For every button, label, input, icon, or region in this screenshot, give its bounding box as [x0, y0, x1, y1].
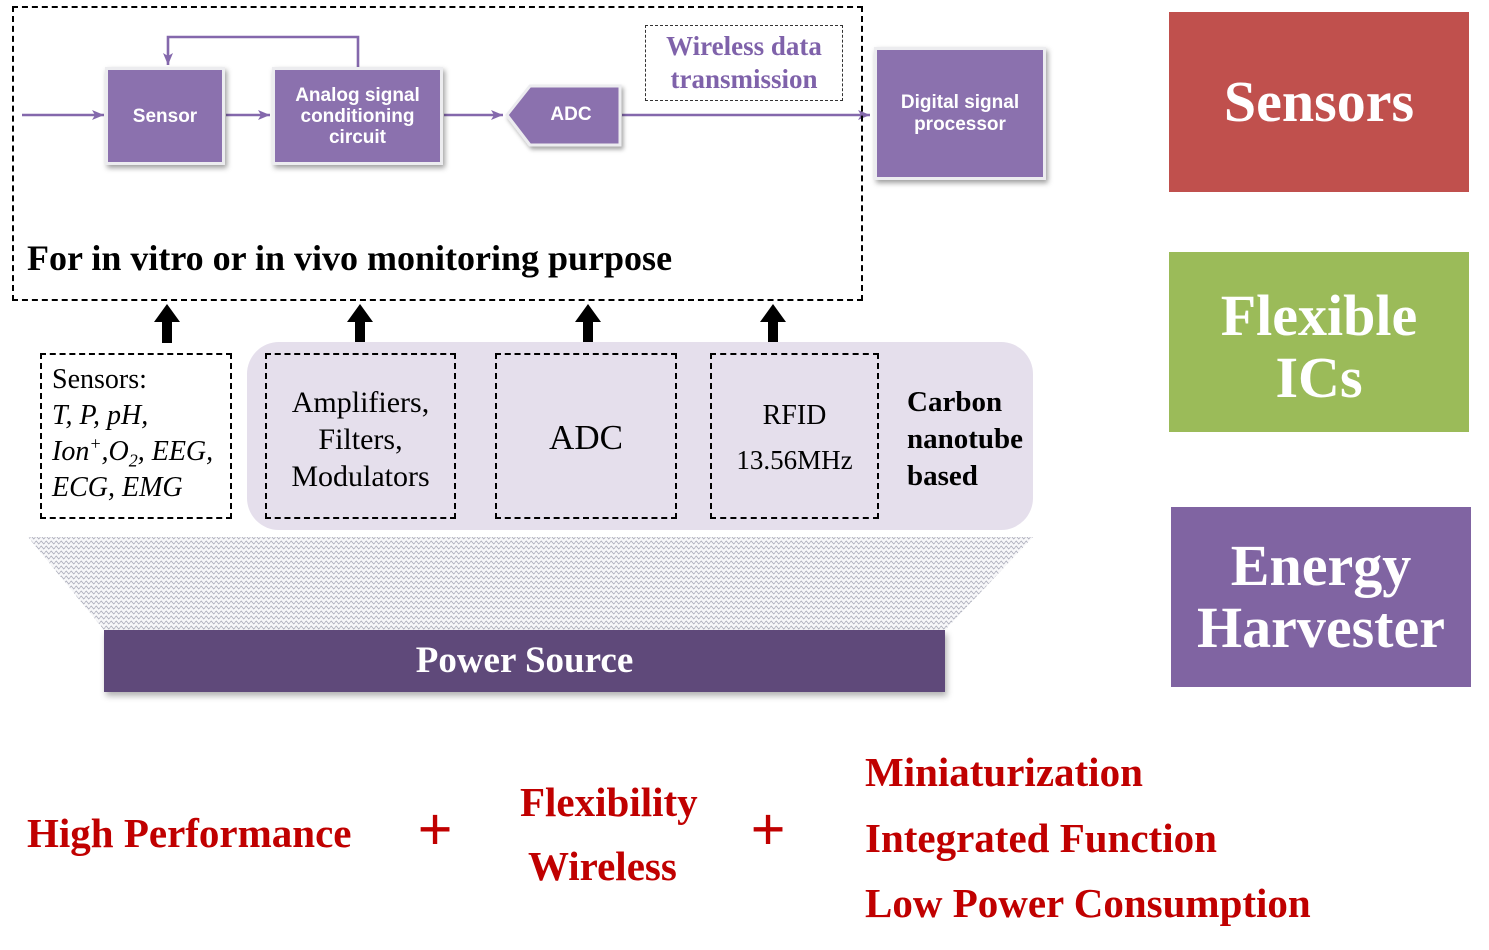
sensors-heading: Sensors: — [52, 364, 147, 395]
benefit-flexibility: Flexibility — [520, 779, 698, 825]
category-flexible-ics: Flexible ICs — [1169, 252, 1469, 432]
monitoring-frame — [12, 6, 863, 301]
rfid-frequency: 13.56MHz — [736, 445, 853, 475]
sensors-line: ECG, EMG — [52, 472, 183, 503]
up-arrow-amplifiers — [347, 304, 373, 343]
material-note: Carbon nanotube based — [907, 384, 1023, 495]
benefit-low-power: Low Power Consumption — [865, 880, 1311, 926]
benefit-wireless: Wireless — [528, 843, 677, 889]
up-arrow-adc — [575, 304, 601, 343]
benefit-high-performance: High Performance — [27, 810, 352, 856]
sensors-oxygen: ,O — [101, 436, 129, 467]
sensors-ion: Ion — [52, 436, 90, 467]
plus-sign: + — [750, 796, 786, 864]
sensors-line: T, P, pH, — [52, 400, 149, 431]
power-spread-texture — [28, 537, 1033, 630]
material-line: based — [907, 460, 978, 492]
sensors-eeg: , EEG, — [137, 436, 214, 467]
flexible-ic-panel — [247, 342, 1033, 530]
category-label: Energy — [1230, 533, 1412, 598]
digital-signal-processor-block: Digital signal processor — [874, 47, 1046, 180]
amplifiers-line: Modulators — [291, 459, 430, 493]
wireless-label-line: Wireless data — [666, 31, 822, 61]
analog-label-line: Analog signal — [295, 84, 420, 106]
wireless-transmission-box: Wireless data transmission — [645, 25, 843, 101]
adc-block-label: ADC — [550, 104, 592, 125]
sensors-list-box: Sensors: T, P, pH, Ion+,O2, EEG, ECG, EM… — [40, 353, 232, 519]
amplifiers-line: Amplifiers, — [291, 385, 430, 419]
wireless-label-line: transmission — [670, 64, 818, 94]
benefit-integrated-function: Integrated Function — [865, 815, 1217, 861]
sensors-oxygen-subscript: 2 — [128, 450, 138, 471]
up-arrow-rfid — [760, 304, 786, 343]
category-label: Sensors — [1223, 69, 1415, 134]
amplifiers-box: Amplifiers, Filters, Modulators — [265, 353, 456, 519]
dsp-label-line: Digital signal — [900, 91, 1020, 113]
material-line: nanotube — [907, 423, 1024, 455]
sensors-line: Ion+,O2, EEG, — [52, 434, 230, 470]
analog-label-line: conditioning — [300, 105, 415, 127]
category-sensors: Sensors — [1169, 12, 1469, 192]
rfid-box: RFID 13.56MHz — [710, 353, 879, 519]
category-label: ICs — [1275, 345, 1363, 410]
benefit-miniaturization: Miniaturization — [865, 749, 1143, 795]
adc-circuit-box: ADC — [495, 353, 677, 519]
up-arrow-sensors — [154, 304, 180, 343]
sensors-ion-superscript: + — [89, 433, 102, 454]
material-line: Carbon — [907, 386, 1003, 418]
adc-block-shape — [505, 84, 622, 147]
dsp-label-line: processor — [914, 113, 1006, 135]
rfid-label: RFID — [762, 400, 827, 431]
adc-circuit-label: ADC — [549, 418, 623, 457]
power-source-bar: Power Source — [104, 630, 945, 692]
plus-sign: + — [417, 796, 453, 864]
feedback-arrow — [163, 35, 360, 68]
analog-label-line: circuit — [328, 126, 387, 148]
amplifiers-line: Filters, — [318, 422, 403, 456]
category-label: Flexible — [1220, 283, 1418, 348]
analog-conditioning-block: Analog signal conditioning circuit — [272, 67, 443, 165]
sensor-block-label: Sensor — [132, 105, 198, 127]
category-label: Harvester — [1197, 595, 1445, 660]
category-energy-harvester: Energy Harvester — [1171, 507, 1471, 687]
sensor-block: Sensor — [105, 67, 225, 165]
monitoring-caption: For in vitro or in vivo monitoring purpo… — [27, 238, 673, 278]
